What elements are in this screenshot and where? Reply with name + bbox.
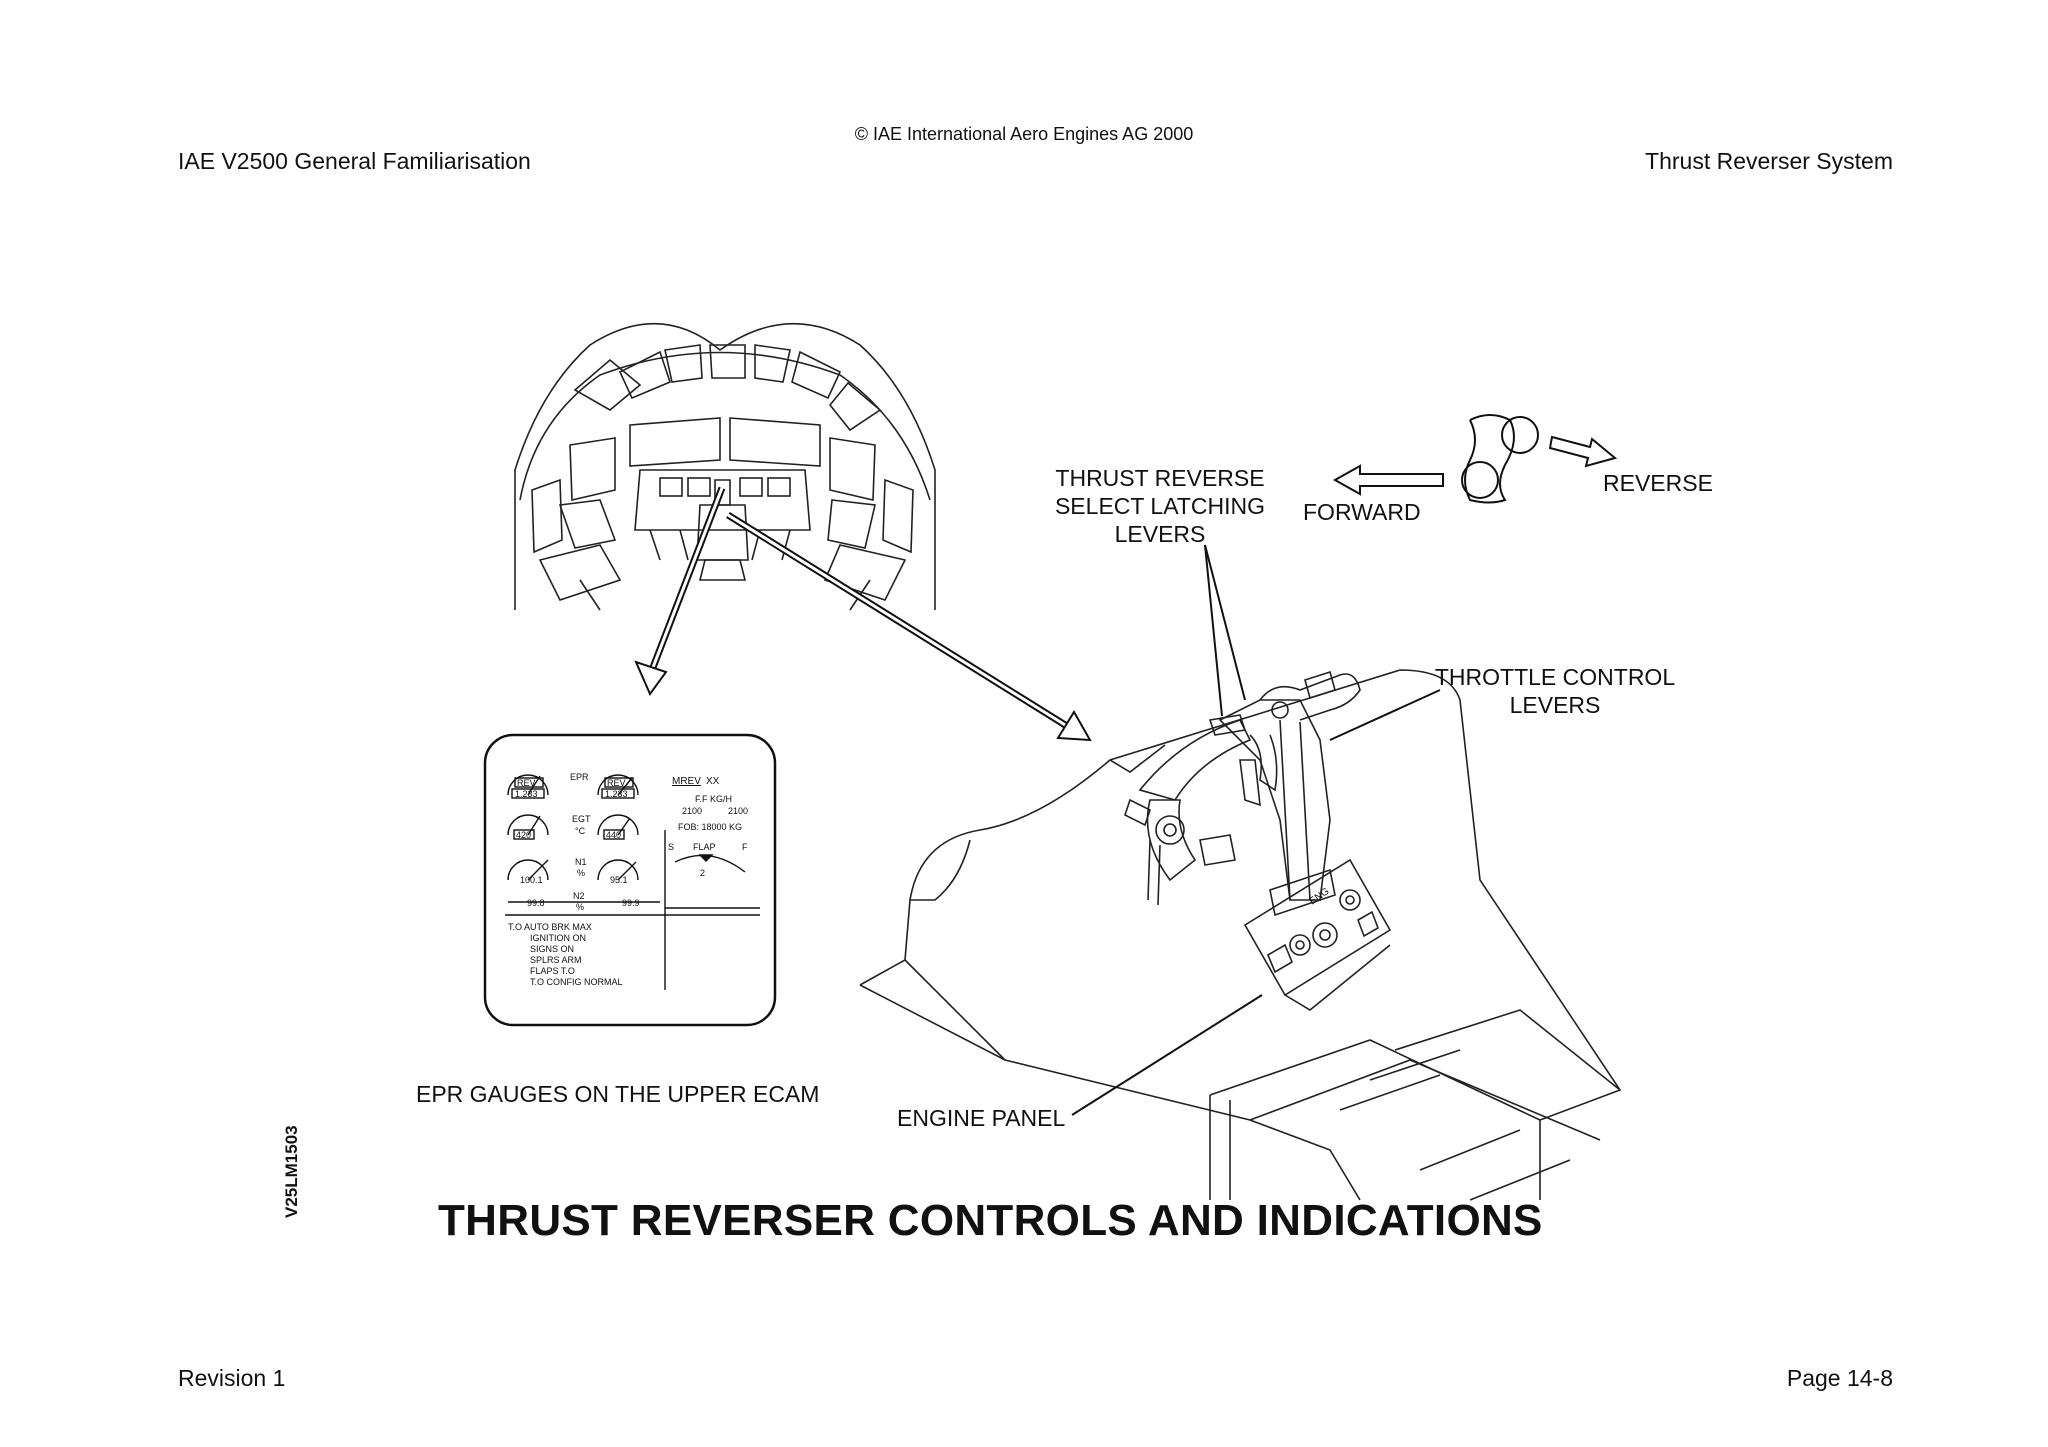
ecam-n2-left-value: 99.8	[527, 898, 545, 908]
figure-title: THRUST REVERSER CONTROLS AND INDICATIONS	[438, 1196, 1543, 1245]
thrust-reverse-label-line3: LEVERS	[1115, 521, 1206, 547]
throttle-label-line2: LEVERS	[1510, 692, 1601, 718]
engine-panel-eng-text: ENG	[1307, 886, 1331, 908]
ecam-mrev: MREV	[672, 776, 701, 787]
ecam-epr-right-value: 1.233	[605, 789, 628, 799]
ecam-flap-s: S	[668, 842, 674, 852]
pointer-arrows	[634, 486, 1092, 742]
ecam-memo-3: SIGNS ON	[530, 944, 574, 954]
page-number: Page 14-8	[1786, 1365, 1893, 1391]
ecam-epr-label: EPR	[570, 772, 589, 782]
forward-arrow	[1332, 464, 1444, 496]
ecam-memo-6: T.O CONFIG NORMAL	[530, 977, 623, 987]
ecam-n1-right-value: 95.1	[610, 875, 628, 885]
revision-label: Revision 1	[178, 1365, 286, 1391]
ecam-egt-left-value: 420	[516, 830, 531, 840]
ecam-flap-label: FLAP	[693, 842, 716, 852]
ecam-memo-1: T.O AUTO BRK MAX	[508, 922, 592, 932]
ecam-display: REV REV 1.233 1.233 EPR EGT °C 420 440 N…	[483, 733, 777, 1027]
ecam-flap-f: F	[742, 842, 748, 852]
ecam-n1-label: N1	[575, 857, 587, 867]
ecam-n2-right-value: 99.9	[622, 898, 640, 908]
ecam-ff-label: F.F KG/H	[695, 794, 732, 804]
copyright-notice: © IAE International Aero Engines AG 2000	[854, 124, 1194, 144]
ecam-memo-4: SPLRS ARM	[530, 955, 582, 965]
reverse-arrow	[1548, 435, 1618, 468]
ecam-ff-right: 2100	[728, 806, 748, 816]
ecam-mrev-value: XX	[706, 776, 720, 787]
throttle-label-line1: THROTTLE CONTROL	[1435, 664, 1675, 690]
ecam-egt-right-value: 440	[606, 830, 621, 840]
direction-symbol	[1340, 414, 1539, 504]
document-title: IAE V2500 General Familiarisation	[178, 148, 531, 174]
throttle-pedestal	[859, 669, 1622, 1201]
ecam-n2-label: N2	[573, 891, 585, 901]
figure-code: V25LM1503	[282, 1125, 301, 1218]
ecam-rev-left: REV	[517, 778, 536, 788]
ecam-rev-right: REV	[607, 778, 626, 788]
ecam-flap-value: 2	[700, 868, 705, 878]
thrust-reverse-label-line1: THRUST REVERSE	[1055, 465, 1264, 491]
ecam-epr-left-value: 1.233	[515, 789, 538, 799]
forward-label: FORWARD	[1303, 499, 1421, 525]
reverse-label: REVERSE	[1603, 470, 1713, 496]
thrust-reverse-label-line2: SELECT LATCHING	[1055, 493, 1265, 519]
ecam-n2-unit: %	[576, 902, 584, 912]
epr-gauges-caption: EPR GAUGES ON THE UPPER ECAM	[416, 1081, 819, 1107]
ecam-n1-unit: %	[577, 868, 585, 878]
ecam-egt-label: EGT	[572, 814, 591, 824]
ecam-memo-2: IGNITION ON	[530, 933, 586, 943]
section-title: Thrust Reverser System	[1645, 148, 1893, 174]
ecam-ff-left: 2100	[682, 806, 702, 816]
engine-panel-label: ENGINE PANEL	[897, 1105, 1065, 1131]
ecam-fob: FOB: 18000 KG	[678, 822, 742, 832]
cockpit-illustration	[514, 322, 936, 611]
ecam-egt-unit: °C	[575, 826, 586, 836]
ecam-memo-5: FLAPS T.O	[530, 966, 575, 976]
leader-lines	[1071, 544, 1441, 1116]
ecam-n1-left-value: 100.1	[520, 875, 543, 885]
